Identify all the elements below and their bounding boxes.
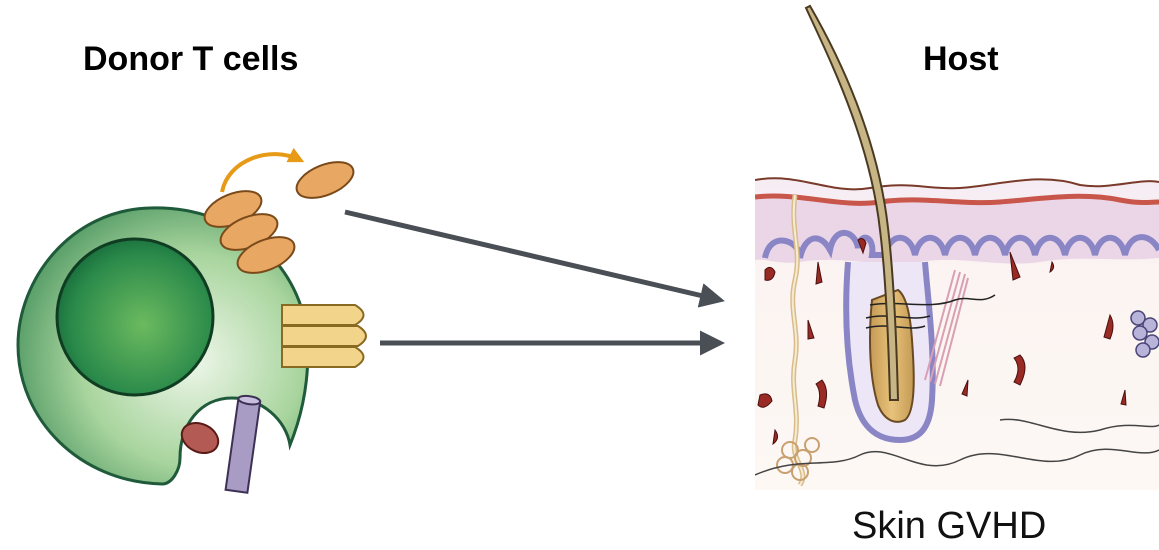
yellow-receptors — [282, 305, 366, 367]
donor-t-cell-icon — [18, 154, 366, 493]
arrow-to-host-upper — [345, 212, 720, 300]
purple-rod — [226, 395, 261, 493]
cell-nucleus — [57, 239, 213, 395]
released-oval — [292, 155, 359, 205]
curved-release-arrow — [222, 154, 300, 192]
skin-tissue-icon — [755, 178, 1159, 490]
